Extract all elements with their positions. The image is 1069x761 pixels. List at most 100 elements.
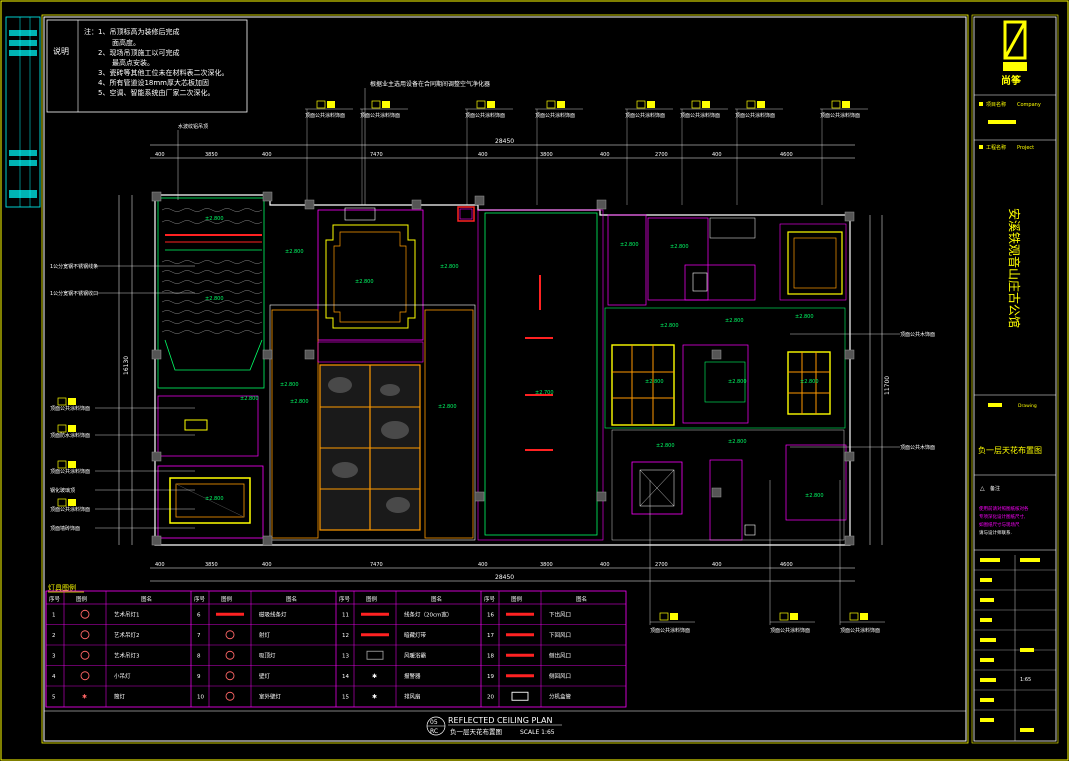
legend-item-name: 下出风口 (549, 610, 571, 618)
legend-header-symbol: 图例 (76, 595, 88, 603)
dim-top-label: 4600 (780, 152, 793, 158)
svg-text:±2.800: ±2.800 (205, 216, 224, 222)
dimension-top: 28450 (150, 138, 855, 159)
dim-bottom-label: 7470 (370, 562, 383, 568)
legend-header-no: 序号 (484, 595, 496, 603)
legend-item-no: 20 (487, 694, 494, 700)
remark-line-1: 使用前请对照图纸核对各 (979, 505, 1029, 512)
svg-text:±2.800: ±2.800 (205, 296, 224, 302)
company-label-en: Company (1017, 102, 1041, 108)
legend-symbol-icon (506, 653, 534, 657)
top-tag-label: 顶面公共涂料饰面 (680, 112, 720, 119)
legend-item-no: 2 (52, 633, 56, 639)
top-tag-label: 顶面公共涂料饰面 (535, 112, 575, 119)
dim-bottom-label: 4600 (780, 562, 793, 568)
legend-title: 灯具图例 (48, 583, 76, 592)
bottom-tag-label: 顶面公共涂料饰面 (650, 627, 690, 634)
wave-ceiling (161, 208, 263, 334)
legend-item-name: 小吊灯 (114, 672, 131, 680)
legend-symbol-icon (225, 671, 235, 681)
legend-item-name: 艺术吊灯2 (114, 631, 140, 639)
legend-item-no: 13 (342, 653, 349, 659)
legend-item-no: 18 (487, 653, 494, 659)
project-name: 安溪铁观音山庄古公馆 (1007, 208, 1022, 328)
top-tag-label: 顶面公共涂料饰面 (625, 112, 665, 119)
legend-symbol-icon (225, 650, 235, 660)
dim-left: 16130 (123, 356, 130, 375)
title-bar: 05 RC REFLECTED CEILING PLAN 负一层天花布置图 SC… (44, 710, 966, 736)
dim-bottom-label: 400 (262, 562, 272, 568)
legend-header-name: 图名 (286, 595, 297, 603)
dim-top-label: 7470 (370, 152, 383, 158)
legend-header-name: 图名 (431, 595, 442, 603)
left-tag-label: 顶面公共涂料饰面 (50, 468, 90, 475)
legend-item-name: 线条灯（20cm宽） (404, 610, 452, 618)
svg-text:±2.800: ±2.800 (290, 399, 309, 405)
legend-symbol-icon (361, 612, 389, 616)
svg-text:±2.800: ±2.800 (285, 249, 304, 255)
legend-symbol-icon (225, 630, 235, 640)
notes-box: 说明 注：1、吊顶标高为装修后完成 面高度。 2、现场吊顶施工以可完成 最高点安… (46, 19, 248, 113)
dim-bottom-label: 2700 (655, 562, 668, 568)
legend-item-no: 6 (197, 612, 201, 618)
svg-text:±2.800: ±2.800 (620, 242, 639, 248)
note-line-4: 最高点安装。 (112, 58, 154, 67)
legend-item-name: 侧回风口 (549, 672, 571, 680)
dimension-right: 11700 (869, 215, 891, 545)
legend-item-name: 分机盒管 (549, 692, 572, 700)
dim-total-top: 28450 (495, 138, 514, 145)
left-tag-label: 1公分宽钢不锈钢收口 (50, 290, 98, 297)
dim-total-bottom: 28450 (495, 574, 514, 581)
drawing-frame (43, 16, 967, 742)
remark-icon: △ (980, 485, 985, 492)
svg-text:±2.800: ±2.800 (656, 443, 675, 449)
dim-bottom-label: 3850 (205, 562, 218, 568)
legend-header-symbol: 图例 (221, 595, 233, 603)
legend-item-name: 侧出风口 (549, 651, 571, 659)
legend-item-no: 17 (487, 633, 494, 639)
left-tag-label: 顶面公共涂料饰面 (50, 506, 90, 513)
dim-top-label: 3800 (540, 152, 553, 158)
legend-item-no: 12 (342, 633, 349, 639)
dimension-left: 16130 (118, 195, 133, 545)
legend-item-name: 艺术吊灯3 (114, 651, 140, 659)
legend-symbol-icon (80, 650, 90, 660)
dim-bottom-label: 400 (712, 562, 722, 568)
left-tag-label: 水波纹铝吊顶 (178, 123, 208, 130)
legend-item-no: 7 (197, 633, 201, 639)
legend-item-name: 艺术吊灯1 (114, 610, 140, 618)
svg-text:±2.800: ±2.800 (728, 439, 747, 445)
dim-bottom-label: 3800 (540, 562, 553, 568)
legend-item-name: 磁吸线条灯 (259, 610, 287, 618)
title-cn: 负一层天花布置图 (450, 727, 502, 736)
legend-item-no: 10 (197, 694, 204, 700)
dim-bottom-label: 400 (478, 562, 488, 568)
title-block: 尚筝 项目名称 Company 工程名称 Project 安溪铁观音山庄古公馆 … (971, 14, 1059, 744)
dimension-bottom: 28450 (150, 567, 855, 582)
floor-plan: ±2.800±2.800 ±2.800±2.800 ±2.800±2.700 ±… (151, 191, 855, 546)
left-binding-strip (5, 16, 41, 208)
top-tag-label: 顶面公共涂料饰面 (305, 112, 345, 119)
svg-text:±2.800: ±2.800 (795, 314, 814, 320)
legend-item-no: 3 (52, 653, 56, 659)
legend-symbol-icon (225, 691, 235, 701)
drawing-name: 负一层天花布置图 (978, 445, 1042, 455)
project-label-en: Project (1017, 145, 1034, 151)
notes-heading: 说明 (53, 46, 69, 56)
legend-item-no: 1 (52, 612, 56, 618)
title-en: REFLECTED CEILING PLAN (448, 716, 552, 725)
project-label: 工程名称 (986, 144, 1006, 151)
dim-bottom-label: 400 (155, 562, 165, 568)
company-label: 项目名称 (986, 101, 1006, 108)
brand-logo-icon (1003, 20, 1027, 71)
legend-item-no: 16 (487, 612, 494, 618)
note-line-7: 5、空调、智能系统由厂家二次深化。 (98, 88, 214, 97)
legend-item-no: 8 (197, 653, 201, 659)
right-tag-label: 顶面公共木饰面 (900, 331, 935, 338)
dim-top-label: 400 (478, 152, 488, 158)
legend-item-name: 风暖浴霸 (404, 651, 427, 659)
sheet-code: RC (430, 728, 438, 735)
legend-item-no: 11 (342, 612, 349, 618)
